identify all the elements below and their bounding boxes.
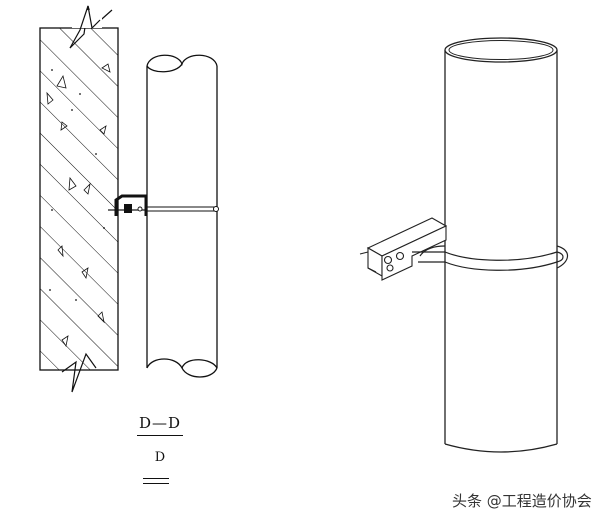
title-underline [137, 435, 183, 436]
pipe-clamp [108, 194, 219, 216]
pipe-elevation [146, 54, 218, 378]
pipe-3d [444, 37, 558, 453]
section-subtitle: D [154, 450, 166, 465]
watermark-text: 头条 @工程造价协会 [452, 492, 592, 510]
u-bolt-3d [412, 245, 569, 271]
section-view [39, 5, 219, 393]
concrete-wall [39, 5, 119, 393]
section-title: D—D [138, 414, 182, 432]
isometric-view [359, 37, 569, 453]
subtitle-double-rule-bottom [143, 483, 169, 484]
subtitle-double-rule-top [143, 478, 169, 479]
angle-bracket-3d [359, 217, 448, 281]
